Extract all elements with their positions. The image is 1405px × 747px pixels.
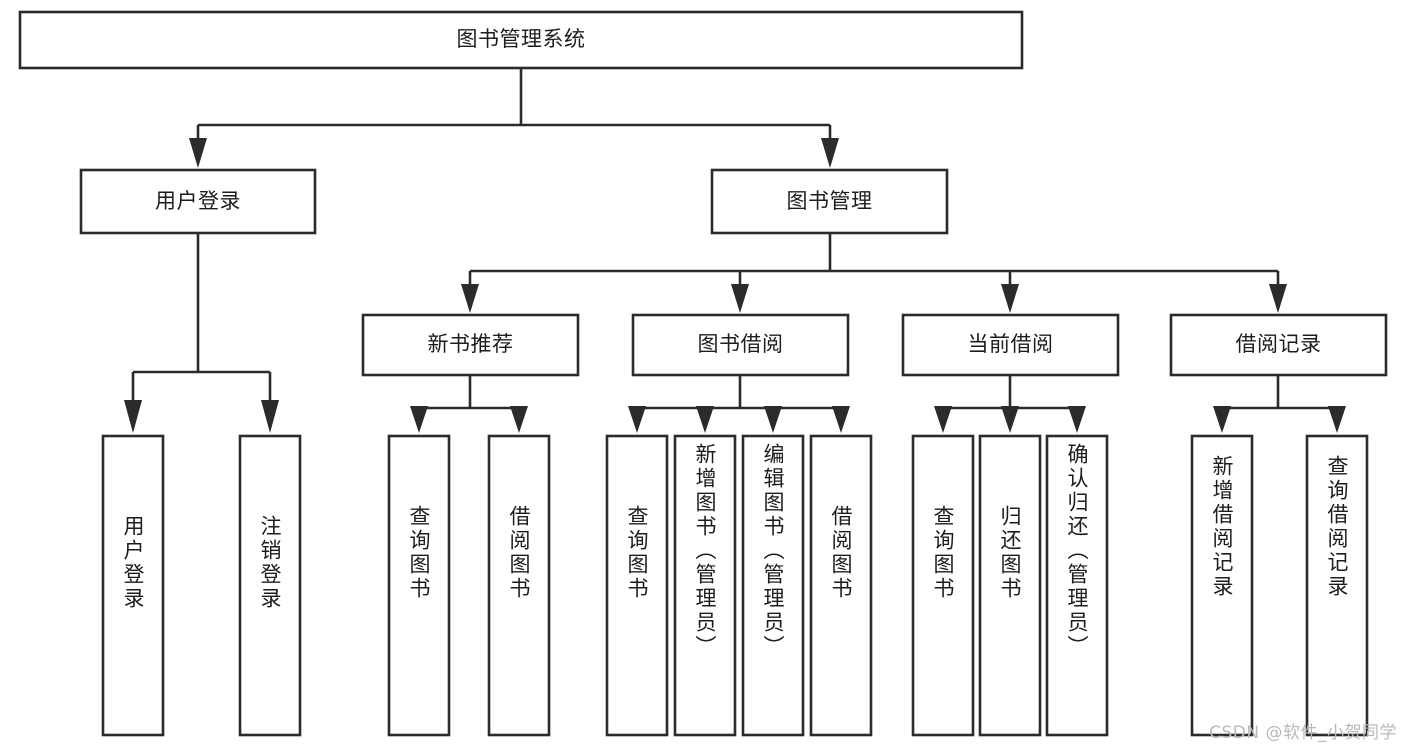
connector-group-book-manage (461, 233, 1287, 313)
arrow-head-current-borrow (1001, 284, 1019, 313)
node-box-leaf-user-login[interactable] (101, 434, 165, 737)
connector-group-borrow-record (1213, 375, 1346, 433)
connector-group-new-book-recommend (410, 375, 528, 433)
node-box-leaf-query-book-1[interactable] (387, 434, 451, 737)
connector-group-root (189, 68, 839, 168)
node-box-user-login[interactable] (79, 168, 317, 235)
node-box-new-book-recommend[interactable] (361, 313, 580, 377)
arrow-head-leaf-add-book (696, 406, 714, 433)
connector-group-user-login (124, 233, 279, 433)
node-box-book-borrow[interactable] (631, 313, 850, 377)
arrow-head-leaf-edit-book (764, 406, 782, 433)
node-box-leaf-edit-book[interactable] (741, 434, 805, 737)
node-box-leaf-query-record[interactable] (1305, 434, 1369, 737)
node-box-leaf-add-book[interactable] (673, 434, 737, 737)
connector-group-book-borrow (628, 375, 850, 433)
node-box-leaf-borrow-book-2[interactable] (809, 434, 873, 737)
node-box-leaf-return-book[interactable] (978, 434, 1042, 737)
arrow-head-leaf-confirm-return (1068, 406, 1086, 433)
node-box-leaf-query-book-3[interactable] (911, 434, 975, 737)
arrow-head-leaf-query-record (1328, 406, 1346, 433)
node-box-leaf-add-record[interactable] (1190, 434, 1254, 737)
arrow-head-leaf-user-logout (261, 400, 279, 433)
node-box-leaf-confirm-return[interactable] (1045, 434, 1109, 737)
arrow-head-leaf-user-login (124, 400, 142, 433)
arrow-head-new-book-recommend (461, 284, 479, 313)
arrow-head-leaf-borrow-book-2 (832, 406, 850, 433)
node-box-current-borrow[interactable] (901, 313, 1120, 377)
arrow-head-book-manage (821, 138, 839, 168)
arrow-head-leaf-query-book-3 (934, 406, 952, 433)
arrow-head-leaf-add-record (1213, 406, 1231, 433)
node-box-leaf-user-logout[interactable] (238, 434, 302, 737)
node-box-borrow-record[interactable] (1169, 313, 1388, 377)
watermark-text: CSDN @软件_小贺同学 (1209, 723, 1397, 743)
arrow-head-leaf-return-book (1001, 406, 1019, 433)
connector-group-current-borrow (934, 375, 1086, 433)
arrow-head-borrow-record (1269, 284, 1287, 313)
arrow-head-leaf-query-book-2 (628, 406, 646, 433)
node-box-leaf-query-book-2[interactable] (605, 434, 669, 737)
node-box-book-manage[interactable] (710, 168, 949, 235)
arrow-head-leaf-query-book-1 (410, 406, 428, 433)
arrow-head-user-login (189, 138, 207, 168)
node-box-root[interactable] (18, 10, 1024, 70)
arrow-head-book-borrow (731, 284, 749, 313)
arrow-head-leaf-borrow-book-1 (510, 406, 528, 433)
node-box-leaf-borrow-book-1[interactable] (487, 434, 551, 737)
